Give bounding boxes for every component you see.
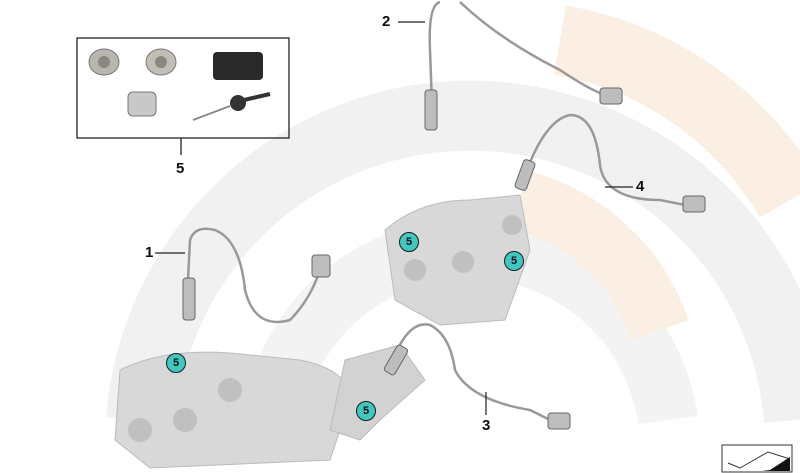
exhaust-manifold-upper bbox=[384, 194, 531, 326]
kit-box bbox=[76, 37, 290, 139]
part-badge: 5 bbox=[356, 401, 376, 421]
part-badge: 5 bbox=[399, 232, 419, 252]
callout-4: 4 bbox=[636, 178, 645, 195]
callout-1: 1 bbox=[145, 244, 154, 261]
leader-lines bbox=[155, 21, 633, 415]
view-orientation-icon bbox=[721, 444, 793, 473]
oxygen-sensors bbox=[182, 87, 706, 430]
exhaust-manifold-lower bbox=[114, 344, 426, 469]
part-badge: 5 bbox=[504, 251, 524, 271]
callout-5: 5 bbox=[176, 160, 185, 177]
callout-2: 2 bbox=[382, 13, 391, 30]
callout-3: 3 bbox=[482, 417, 491, 434]
kit-parts bbox=[88, 48, 271, 121]
sensor-cables bbox=[186, 0, 686, 422]
part-badge: 5 bbox=[166, 353, 186, 373]
